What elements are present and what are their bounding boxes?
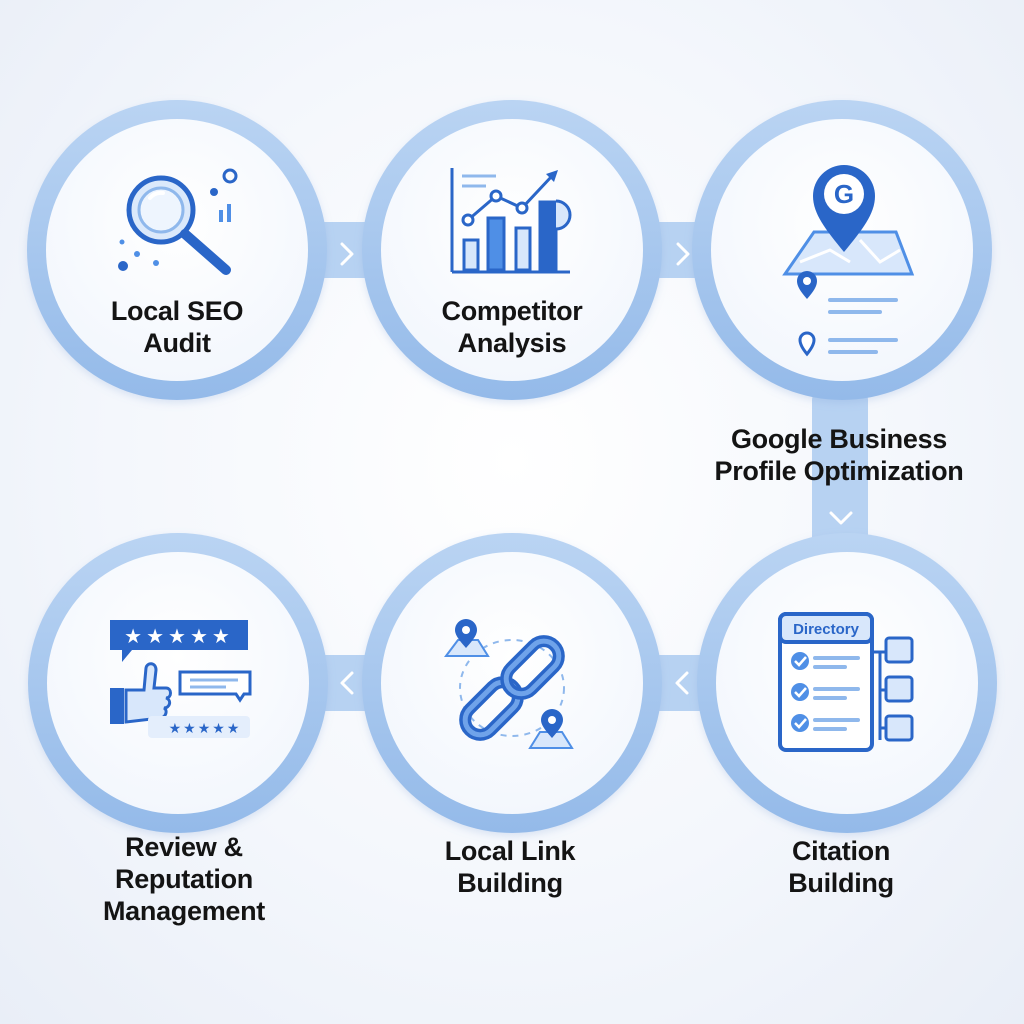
step-title-local-link-building: Local Link Building (410, 835, 610, 899)
step-title-line: Building (788, 868, 894, 898)
chain-link-icon (444, 619, 574, 749)
step-title-line: Building (457, 868, 563, 898)
chevron-right-icon (676, 242, 690, 266)
rating-stars-bottom: ★★★★★ (169, 721, 242, 737)
step-title-competitor-analysis: Competitor Analysis (412, 295, 612, 359)
step-title-line: Local Link (444, 836, 576, 866)
step-title-line: Management (102, 896, 266, 926)
step-ring-1 (27, 100, 327, 400)
chevron-left-icon (340, 671, 354, 695)
chevron-right-icon (340, 242, 354, 266)
review-stars-icon: ★★★★★ ★★★★★ (110, 620, 252, 738)
directory-list-icon: Directory (778, 612, 914, 752)
step-title-google-business-profile: Google Business Profile Optimization (680, 423, 998, 487)
step-title-line: Reputation (115, 864, 253, 894)
step-title-line: Analysis (457, 328, 567, 358)
step-title-line: Profile Optimization (714, 456, 964, 486)
step-title-line: Competitor (441, 296, 583, 326)
step-title-line: Audit (143, 328, 211, 358)
chevron-left-icon (675, 671, 689, 695)
magnifier-icon (118, 168, 238, 275)
rating-stars-top: ★★★★★ (124, 624, 234, 648)
step-title-line: Review & (125, 832, 243, 862)
google-map-pin-icon: G (782, 165, 915, 357)
step-title-citation-building: Citation Building (741, 835, 941, 899)
step-title-line: Citation (791, 836, 891, 866)
arrows (340, 242, 853, 695)
bar-chart-icon (450, 168, 572, 274)
pin-letter: G (834, 179, 854, 209)
step-title-line: Google Business (730, 424, 948, 454)
step-ring-6 (28, 533, 328, 833)
step-ring-2 (362, 100, 662, 400)
chevron-down-icon (829, 511, 853, 525)
step-title-local-seo-audit: Local SEO Audit (77, 295, 277, 359)
step-title-line: Local SEO (110, 296, 244, 326)
step-title-review-reputation: Review & Reputation Management (64, 831, 304, 927)
directory-label: Directory (793, 621, 860, 638)
